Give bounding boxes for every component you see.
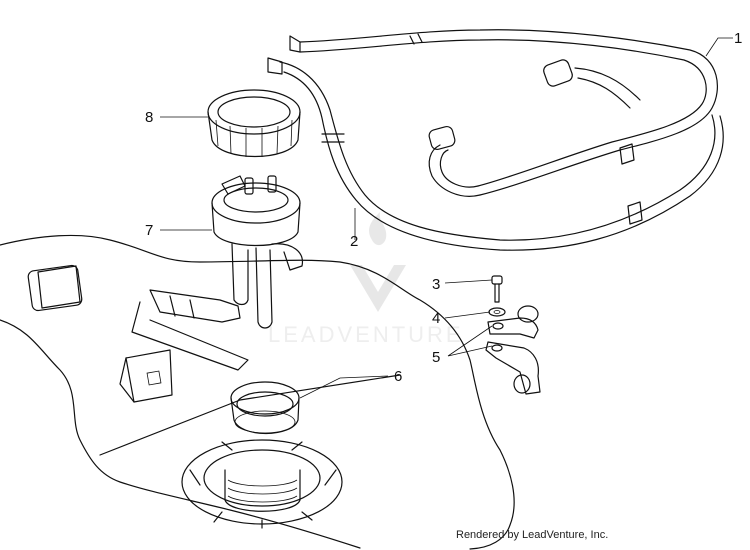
- callout-7: 7: [145, 222, 153, 239]
- part-7-fuel-pump: [131, 175, 303, 371]
- watermark-text: LEADVENTURE: [268, 322, 464, 347]
- watermark-logo: LEADVENTURE: [268, 212, 464, 347]
- callout-3: 3: [432, 276, 440, 293]
- part-8-lock-ring: [207, 89, 301, 157]
- callout-8: 8: [145, 109, 153, 126]
- fuel-tank-body: [0, 234, 515, 550]
- render-credit: Rendered by LeadVenture, Inc.: [456, 529, 608, 541]
- fuel-hose-2: [267, 57, 724, 251]
- callout-5: 5: [432, 349, 440, 366]
- callout-1: 1: [734, 30, 742, 47]
- part-3-screw: [491, 275, 503, 303]
- leader-lines: [160, 37, 733, 399]
- callout-4: 4: [432, 310, 440, 327]
- pump-mounting-flange: [181, 439, 343, 529]
- part-4-washer: [488, 307, 506, 317]
- fuel-hose-1: [289, 29, 718, 197]
- part-5-clamp-brackets: [485, 305, 541, 395]
- callout-6: 6: [394, 368, 402, 385]
- part-6-seal-ring: [230, 381, 300, 435]
- callout-2: 2: [350, 233, 358, 250]
